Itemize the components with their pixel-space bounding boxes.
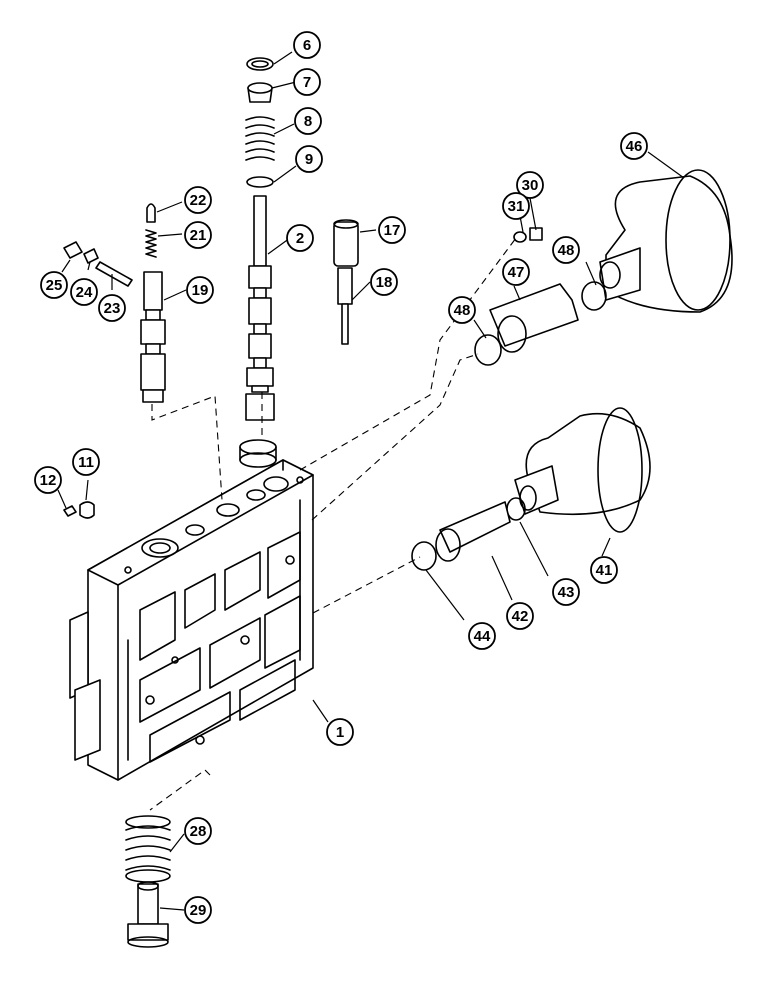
callout-number: 48 xyxy=(558,242,575,259)
callout-c43: 43 xyxy=(552,578,580,606)
callout-group: 1267891112171819212223242528293031414243… xyxy=(34,31,648,924)
callout-c47: 47 xyxy=(502,258,530,286)
spool-part-19-stack xyxy=(140,203,166,403)
callout-circle xyxy=(468,622,496,650)
callout-number: 22 xyxy=(190,192,207,209)
callout-number: 17 xyxy=(384,222,401,239)
callout-circle xyxy=(184,221,212,249)
callout-c42: 42 xyxy=(506,602,534,630)
callout-circle xyxy=(40,271,68,299)
callout-c30: 30 xyxy=(516,171,544,199)
callout-number: 12 xyxy=(40,472,57,489)
parts-17-18 xyxy=(333,219,359,345)
callout-number: 19 xyxy=(192,282,209,299)
callout-circle xyxy=(184,186,212,214)
callout-number: 48 xyxy=(454,302,471,319)
callout-c48b: 48 xyxy=(448,296,476,324)
callout-number: 42 xyxy=(512,608,529,625)
callout-c41: 41 xyxy=(590,556,618,584)
callout-c31: 31 xyxy=(502,192,530,220)
callout-c23: 23 xyxy=(98,294,126,322)
alignment-lines xyxy=(149,237,517,811)
callout-circle xyxy=(184,817,212,845)
callout-circle xyxy=(506,602,534,630)
callout-c8: 8 xyxy=(294,107,322,135)
callout-circle xyxy=(590,556,618,584)
callout-c28: 28 xyxy=(184,817,212,845)
callout-circle xyxy=(502,258,530,286)
callout-circle xyxy=(326,718,354,746)
callout-circle xyxy=(72,448,100,476)
spring-and-plunger-28-29 xyxy=(125,815,171,948)
callout-number: 21 xyxy=(190,227,207,244)
callout-circle xyxy=(186,276,214,304)
callout-c2: 2 xyxy=(286,224,314,252)
leader-lines xyxy=(57,51,685,911)
callout-circle xyxy=(378,216,406,244)
callout-circle xyxy=(293,31,321,59)
callout-circle xyxy=(552,236,580,264)
callout-c46: 46 xyxy=(620,132,648,160)
callout-c17: 17 xyxy=(378,216,406,244)
callout-c25: 25 xyxy=(40,271,68,299)
callout-c24: 24 xyxy=(70,278,98,306)
callout-number: 46 xyxy=(626,138,643,155)
callout-circle xyxy=(98,294,126,322)
callout-c11: 11 xyxy=(72,448,100,476)
callout-number: 31 xyxy=(508,198,525,215)
valve-body-part-1 xyxy=(69,459,314,781)
callout-c9: 9 xyxy=(295,145,323,173)
callout-circle xyxy=(294,107,322,135)
callout-circle xyxy=(620,132,648,160)
callout-circle xyxy=(502,192,530,220)
callout-number: 44 xyxy=(474,628,491,645)
callout-number: 43 xyxy=(558,584,575,601)
callout-circle xyxy=(293,68,321,96)
callout-circle xyxy=(516,171,544,199)
callout-c22: 22 xyxy=(184,186,212,214)
callout-number: 6 xyxy=(303,37,311,54)
callout-number: 47 xyxy=(508,264,525,281)
callout-circle xyxy=(552,578,580,606)
callout-c48a: 48 xyxy=(552,236,580,264)
callout-circle xyxy=(448,296,476,324)
callout-c21: 21 xyxy=(184,221,212,249)
callout-c6: 6 xyxy=(293,31,321,59)
callout-number: 2 xyxy=(296,230,304,247)
callout-c19: 19 xyxy=(186,276,214,304)
spool-part-2-stack xyxy=(239,57,277,468)
parts-23-24-25 xyxy=(63,241,133,287)
accumulator-lower-assembly xyxy=(411,407,651,571)
callout-number: 1 xyxy=(336,724,344,741)
callout-number: 9 xyxy=(305,151,313,168)
callout-number: 28 xyxy=(190,823,207,840)
callout-c29: 29 xyxy=(184,896,212,924)
callout-number: 11 xyxy=(78,454,94,471)
callout-number: 18 xyxy=(376,274,393,291)
callout-number: 29 xyxy=(190,902,207,919)
callout-circle xyxy=(184,896,212,924)
callout-number: 23 xyxy=(104,300,121,317)
callout-number: 24 xyxy=(76,284,93,301)
callout-c18: 18 xyxy=(370,268,398,296)
callout-circle xyxy=(70,278,98,306)
callout-c44: 44 xyxy=(468,622,496,650)
callout-c1: 1 xyxy=(326,718,354,746)
callout-c12: 12 xyxy=(34,466,62,494)
callout-circle xyxy=(295,145,323,173)
callout-number: 41 xyxy=(596,562,613,579)
callout-number: 25 xyxy=(46,277,63,294)
parts-11-12 xyxy=(63,501,95,519)
accumulator-upper-assembly xyxy=(474,169,733,366)
callout-circle xyxy=(286,224,314,252)
callout-number: 7 xyxy=(303,74,311,91)
callout-circle xyxy=(34,466,62,494)
callout-number: 8 xyxy=(304,113,312,130)
callout-circle xyxy=(370,268,398,296)
callout-number: 30 xyxy=(522,177,539,194)
callout-c7: 7 xyxy=(293,68,321,96)
